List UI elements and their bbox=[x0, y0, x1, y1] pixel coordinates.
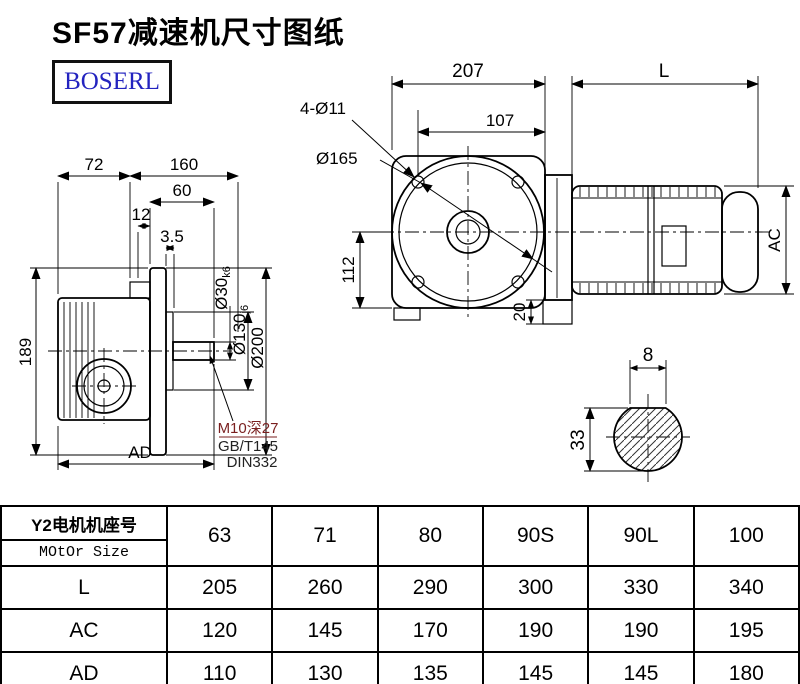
dim-label-160: 160 bbox=[170, 155, 198, 174]
dim-label-8: 8 bbox=[643, 345, 654, 366]
table-cell: 145 bbox=[481, 651, 590, 684]
bolt-hole bbox=[511, 175, 525, 189]
table-cell: 180 bbox=[692, 651, 800, 684]
dim-label-bolt-holes: 4-Ø11 bbox=[300, 99, 346, 118]
standard-note-1: GB/T145 bbox=[218, 438, 278, 455]
dia165-leader-tail bbox=[379, 159, 422, 184]
dim-label-3-5: 3.5 bbox=[160, 227, 184, 246]
table-cell: 330 bbox=[587, 565, 695, 610]
table-row-ad: AD 110 130 135 145 145 180 bbox=[0, 651, 800, 684]
table-cell: 190 bbox=[481, 608, 590, 653]
table-row-l: L 205 260 290 300 330 340 bbox=[0, 565, 800, 610]
row-label-ac: AC bbox=[0, 608, 168, 653]
output-bore-outer bbox=[76, 358, 132, 414]
table-cell: 130 bbox=[271, 651, 379, 684]
left-view: 72 160 60 12 3.5 189 AD Ø30k6 Ø130j6 Ø20… bbox=[16, 155, 278, 471]
page-title: SF57减速机尺寸图纸 bbox=[52, 17, 345, 50]
right-view-extension-lines bbox=[352, 76, 794, 325]
frame-size-cell: 90L bbox=[587, 505, 695, 567]
right-view: 207 L 4-Ø11 107 Ø165 112 20 AC bbox=[300, 61, 794, 325]
flange-face-outer-circle bbox=[391, 155, 545, 309]
table-cell: 120 bbox=[165, 608, 274, 653]
motor-size-header-en: MOtOr Size bbox=[38, 544, 129, 561]
dim-label-ac: AC bbox=[765, 228, 784, 252]
dim-label-ad: AD bbox=[128, 443, 152, 462]
frame-size-cell: 90S bbox=[481, 505, 590, 567]
table-cell: 195 bbox=[692, 608, 800, 653]
table-cell: 290 bbox=[376, 565, 484, 610]
motor-body bbox=[571, 185, 723, 295]
table-cell: 300 bbox=[481, 565, 590, 610]
table-cell: 135 bbox=[376, 651, 484, 684]
frame-size-cell: 71 bbox=[271, 505, 379, 567]
table-row-ac: AC 120 145 170 190 190 195 bbox=[0, 608, 800, 653]
gearbox-fins bbox=[63, 302, 95, 418]
dim-label-20: 20 bbox=[510, 303, 529, 322]
section-extension-lines bbox=[584, 360, 667, 472]
adapter-foot bbox=[542, 299, 573, 325]
dimension-table: Y2电机机座号 MOtOr Size 63 71 80 90S 90L 100 … bbox=[0, 505, 800, 684]
dim-label-112: 112 bbox=[339, 256, 358, 283]
table-cell: 110 bbox=[165, 651, 274, 684]
dia165-leader-end bbox=[532, 258, 553, 273]
row-label-ad: AD bbox=[0, 651, 168, 684]
bolt-hole bbox=[411, 175, 425, 189]
motor-endcap bbox=[721, 191, 759, 293]
flange-face-inner-circle bbox=[398, 162, 538, 302]
dim-label-12: 12 bbox=[132, 205, 151, 224]
table-cell: 190 bbox=[587, 608, 695, 653]
left-view-extension-lines bbox=[30, 182, 272, 470]
dim-label-l: L bbox=[659, 61, 670, 82]
bore-centerlines bbox=[72, 348, 138, 424]
dim-label-dia130: Ø130j6 bbox=[230, 305, 251, 355]
dim-label-207: 207 bbox=[452, 61, 484, 82]
dim-label-dia165: Ø165 bbox=[316, 149, 358, 168]
motor-fins-top bbox=[579, 187, 716, 197]
motor-fins-bottom bbox=[579, 283, 716, 293]
standard-note-2: DIN332 bbox=[227, 454, 278, 471]
dia165-diameter-line bbox=[420, 182, 534, 260]
motor-fin-bands bbox=[572, 197, 722, 283]
dim-label-dia200: Ø200 bbox=[248, 327, 267, 369]
frame-size-cell: 80 bbox=[376, 505, 484, 567]
row-label-l: L bbox=[0, 565, 168, 610]
output-bore-hub bbox=[97, 379, 111, 393]
motor-size-header-cn: Y2电机机座号 bbox=[2, 507, 166, 541]
dim-label-60: 60 bbox=[173, 181, 192, 200]
motor-nameplate bbox=[661, 225, 687, 267]
bolt-hole-leader bbox=[351, 119, 415, 178]
dim-label-72: 72 bbox=[85, 155, 104, 174]
dim-label-dia30: Ø30k6 bbox=[212, 266, 233, 310]
shaft-section-view: 8 33 bbox=[568, 345, 690, 482]
frame-size-cell: 63 bbox=[165, 505, 274, 567]
output-flange bbox=[149, 267, 167, 456]
table-cell: 170 bbox=[376, 608, 484, 653]
table-cell: 205 bbox=[165, 565, 274, 610]
shaft-cross-section bbox=[613, 407, 683, 472]
motor-adapter bbox=[544, 174, 573, 301]
bolt-hole bbox=[411, 275, 425, 289]
body-top-step bbox=[129, 281, 151, 299]
table-row-frame-sizes: Y2电机机座号 MOtOr Size 63 71 80 90S 90L 100 bbox=[0, 505, 800, 567]
output-bore-inner bbox=[83, 365, 125, 407]
mounting-foot bbox=[393, 307, 421, 321]
technical-drawing: 72 160 60 12 3.5 189 AD Ø30k6 Ø130j6 Ø20… bbox=[16, 61, 794, 482]
motor-joint-lines bbox=[647, 186, 655, 294]
thread-note-leader bbox=[209, 355, 234, 422]
table-cell: 145 bbox=[271, 608, 379, 653]
output-shaft bbox=[172, 341, 215, 361]
table-cell: 260 bbox=[271, 565, 379, 610]
dim-label-33: 33 bbox=[568, 429, 589, 450]
table-cell: 340 bbox=[692, 565, 800, 610]
motor-size-header-cell: Y2电机机座号 MOtOr Size bbox=[0, 505, 168, 567]
bolt-hole bbox=[511, 275, 525, 289]
table-cell: 145 bbox=[587, 651, 695, 684]
brand-logo: BOSERL bbox=[52, 60, 172, 104]
frame-size-cell: 100 bbox=[692, 505, 800, 567]
dim-label-107: 107 bbox=[486, 111, 514, 130]
thread-note: M10深27 bbox=[218, 420, 279, 437]
brand-logo-text: BOSERL bbox=[64, 68, 160, 95]
dim-label-189: 189 bbox=[16, 338, 35, 366]
